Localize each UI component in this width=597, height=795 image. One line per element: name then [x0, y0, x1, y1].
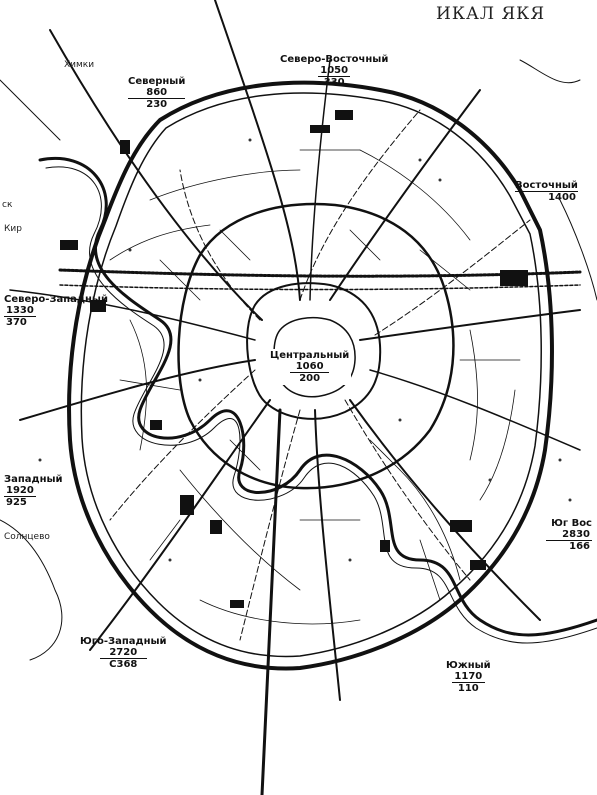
outskirts-contour	[0, 79, 61, 141]
district-label-south: Южный 1170 110	[446, 660, 491, 694]
district-value-primary: 1400	[515, 191, 578, 203]
radial-road-southwest	[89, 399, 271, 651]
district-label-central: Центральный 1060 200	[268, 349, 352, 385]
district-value-primary: 1060	[290, 361, 330, 373]
radial-road-north	[214, 0, 301, 301]
district-label-west: Западный 1920 925	[4, 474, 63, 508]
place-label-fragment: ск	[2, 200, 13, 210]
district-boundary	[299, 109, 421, 301]
radial-road-west-2	[9, 289, 256, 341]
radial-road-west	[19, 359, 256, 421]
garden-ring-road	[246, 282, 382, 420]
district-value-secondary: 925	[6, 497, 27, 508]
district-name: Северо-Восточный	[280, 54, 389, 65]
radial-road-south	[314, 409, 341, 701]
radial-road-southeast	[349, 399, 541, 621]
district-name: Южный	[446, 660, 491, 671]
street-network	[109, 149, 521, 625]
district-boundary	[374, 219, 531, 336]
district-name: Восточный	[515, 180, 578, 191]
district-name: Северо-Западный	[4, 294, 108, 305]
district-value-primary: 860	[128, 87, 186, 99]
district-value-primary: 1920	[4, 485, 36, 497]
outskirts-contour	[0, 519, 63, 661]
district-boundary	[239, 409, 301, 641]
radial-road-north-2	[309, 59, 331, 301]
radial-road-northeast	[329, 89, 481, 301]
district-label-northwest: Северо-Западный 1330 370	[4, 294, 108, 328]
railway-band	[58, 268, 582, 278]
district-value-secondary: 230	[146, 99, 168, 110]
district-value-primary: 1050	[318, 65, 351, 77]
district-value-primary: 2720	[100, 647, 147, 659]
district-name: Северный	[128, 76, 186, 87]
scatter-dots	[38, 138, 572, 562]
third-ring-road	[177, 202, 455, 490]
district-name: Центральный	[270, 350, 350, 361]
place-label-fragment: Кир	[4, 224, 22, 234]
moskva-river	[38, 157, 597, 637]
district-label-north: Северный 860 230	[128, 76, 186, 110]
district-name: Западный	[4, 474, 63, 485]
district-value-secondary: 330	[323, 77, 345, 88]
district-label-southwest: Юго-Западный 2720 С368	[80, 636, 167, 670]
outer-ring-road	[67, 80, 554, 671]
place-label-solntsevo: Солнцево	[4, 532, 50, 542]
district-value-secondary: 166	[569, 541, 590, 552]
header-scrawl-text: ИКАЛ ЯКЯ	[436, 4, 546, 24]
outskirts-contour	[519, 59, 581, 84]
district-label-east: Восточный 1400	[515, 180, 578, 203]
outskirts-contour	[559, 199, 597, 301]
district-value-secondary: 110	[457, 683, 479, 694]
district-value-secondary: С368	[109, 659, 138, 670]
railway-band-2	[59, 284, 581, 291]
district-label-southeast: Юг Вос 2830 166	[546, 518, 592, 552]
outer-ring-road-inner	[80, 92, 542, 658]
district-value-secondary: 370	[6, 317, 27, 328]
place-label-khimki: Химки	[64, 60, 95, 70]
district-boundary	[179, 169, 261, 321]
radial-road-south-2	[260, 408, 282, 795]
district-value-secondary: 200	[299, 373, 321, 384]
radial-road-northwest	[49, 29, 263, 321]
district-name: Юг Вос	[551, 518, 592, 529]
moskva-river-bank	[45, 166, 597, 644]
district-name: Юго-Западный	[80, 636, 167, 647]
district-value-primary: 1330	[4, 305, 36, 317]
district-boundary	[344, 399, 471, 581]
district-value-primary: 2830	[546, 529, 592, 541]
radial-road-east	[359, 309, 581, 341]
radial-road-east-2	[369, 369, 581, 451]
district-label-northeast: Северо-Восточный 1050 330	[280, 54, 388, 88]
district-value-primary: 1170	[452, 671, 485, 683]
